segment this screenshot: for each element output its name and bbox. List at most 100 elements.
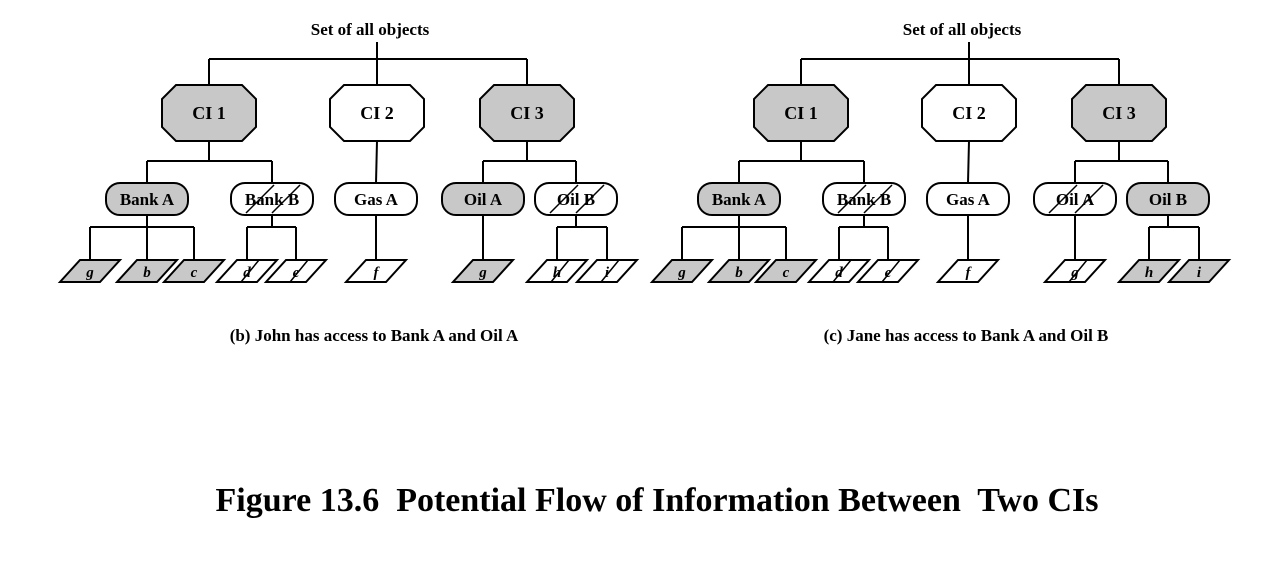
dataset-oil-a: Oil A <box>441 182 525 216</box>
blocked-slash <box>863 184 893 214</box>
blocked-slash <box>1068 259 1088 283</box>
dataset-oil-b: Oil B <box>1126 182 1210 216</box>
conflict-class-label: CI 3 <box>1102 103 1136 123</box>
blocked-slash <box>550 259 570 283</box>
dataset-bank-a: Bank A <box>105 182 189 216</box>
figure-caption: Figure 13.6 Potential Flow of Informatio… <box>215 482 1099 519</box>
conflict-class-shape <box>479 84 575 142</box>
object-shape <box>806 259 872 283</box>
object-shape <box>855 259 921 283</box>
connector-line <box>375 140 378 184</box>
object-b: b <box>706 259 772 283</box>
root-label: Set of all objects <box>311 20 430 39</box>
dataset-label: Oil A <box>1056 190 1095 209</box>
object-label: h <box>553 265 561 281</box>
object-label: c <box>783 265 790 281</box>
object-shape <box>753 259 819 283</box>
dataset-label: Oil A <box>464 190 503 209</box>
object-label: g <box>85 265 94 281</box>
dataset-gas-a: Gas A <box>926 182 1010 216</box>
object-d: d <box>214 259 280 283</box>
conflict-class-1: CI 1 <box>161 84 257 142</box>
conflict-class-label: CI 1 <box>192 103 226 123</box>
object-label: d <box>835 265 843 281</box>
object-f: f <box>935 259 1001 283</box>
object-h: h <box>1116 259 1182 283</box>
conflict-class-shape <box>329 84 425 142</box>
object-g: g <box>1042 259 1108 283</box>
object-label: g <box>677 265 686 281</box>
object-label: c <box>191 265 198 281</box>
dataset-label: Oil B <box>1149 190 1187 209</box>
object-shape <box>161 259 227 283</box>
object-f: f <box>343 259 409 283</box>
object-label: g <box>478 265 487 281</box>
dataset-label: Bank B <box>837 190 891 209</box>
object-label: f <box>374 265 381 281</box>
object-label: d <box>243 265 251 281</box>
root-label: Set of all objects <box>903 20 1022 39</box>
object-i: i <box>574 259 640 283</box>
dataset-label: Bank A <box>712 190 767 209</box>
conflict-class-label: CI 1 <box>784 103 818 123</box>
dataset-bank-b: Bank B <box>230 182 314 216</box>
conflict-class-label: CI 2 <box>360 103 394 123</box>
dataset-label: Bank B <box>245 190 299 209</box>
object-g: g <box>57 259 123 283</box>
conflict-class-3: CI 3 <box>479 84 575 142</box>
dataset-label: Gas A <box>354 190 399 209</box>
conflict-class-1: CI 1 <box>753 84 849 142</box>
dataset-bank-b: Bank B <box>822 182 906 216</box>
object-label: e <box>885 265 892 281</box>
conflict-class-shape <box>161 84 257 142</box>
conflict-class-shape <box>753 84 849 142</box>
object-d: d <box>806 259 872 283</box>
dataset-bank-a: Bank A <box>697 182 781 216</box>
blocked-slash <box>600 259 620 283</box>
conflict-class-label: CI 2 <box>952 103 986 123</box>
blocked-slash <box>549 184 579 214</box>
object-label: b <box>143 265 151 281</box>
conflict-class-shape <box>921 84 1017 142</box>
panel-caption: (b) John has access to Bank A and Oil A <box>230 326 519 345</box>
panel-john: Set of all objects CI 1 Bank A g b c Bank B d e C… <box>57 20 640 345</box>
connector-line <box>967 140 970 184</box>
object-label: f <box>966 265 973 281</box>
object-i: i <box>1166 259 1232 283</box>
object-h: h <box>524 259 590 283</box>
dataset-oil-b: Oil B <box>534 182 618 216</box>
blocked-slash <box>245 184 275 214</box>
object-label: b <box>735 265 743 281</box>
dataset-label: Gas A <box>946 190 991 209</box>
object-shape <box>114 259 180 283</box>
object-e: e <box>263 259 329 283</box>
blocked-slash <box>1074 184 1104 214</box>
panel-jane: Set of all objects CI 1 Bank A g b c Bank B d e C… <box>649 20 1232 345</box>
object-shape <box>935 259 1001 283</box>
object-shape <box>343 259 409 283</box>
object-shape <box>1116 259 1182 283</box>
object-shape <box>214 259 280 283</box>
object-g: g <box>649 259 715 283</box>
object-label: g <box>1070 265 1079 281</box>
object-label: h <box>1145 265 1153 281</box>
object-shape <box>57 259 123 283</box>
panel-caption: (c) Jane has access to Bank A and Oil B <box>824 326 1109 345</box>
blocked-slash <box>881 259 901 283</box>
dataset-label: Bank A <box>120 190 175 209</box>
object-label: i <box>1197 265 1202 281</box>
conflict-class-shape <box>1071 84 1167 142</box>
object-label: e <box>293 265 300 281</box>
object-shape <box>1166 259 1232 283</box>
conflict-class-label: CI 3 <box>510 103 544 123</box>
object-shape <box>450 259 516 283</box>
dataset-gas-a: Gas A <box>334 182 418 216</box>
object-shape <box>524 259 590 283</box>
object-e: e <box>855 259 921 283</box>
blocked-slash <box>837 184 867 214</box>
object-c: c <box>161 259 227 283</box>
object-shape <box>574 259 640 283</box>
blocked-slash <box>1048 184 1078 214</box>
blocked-slash <box>240 259 260 283</box>
